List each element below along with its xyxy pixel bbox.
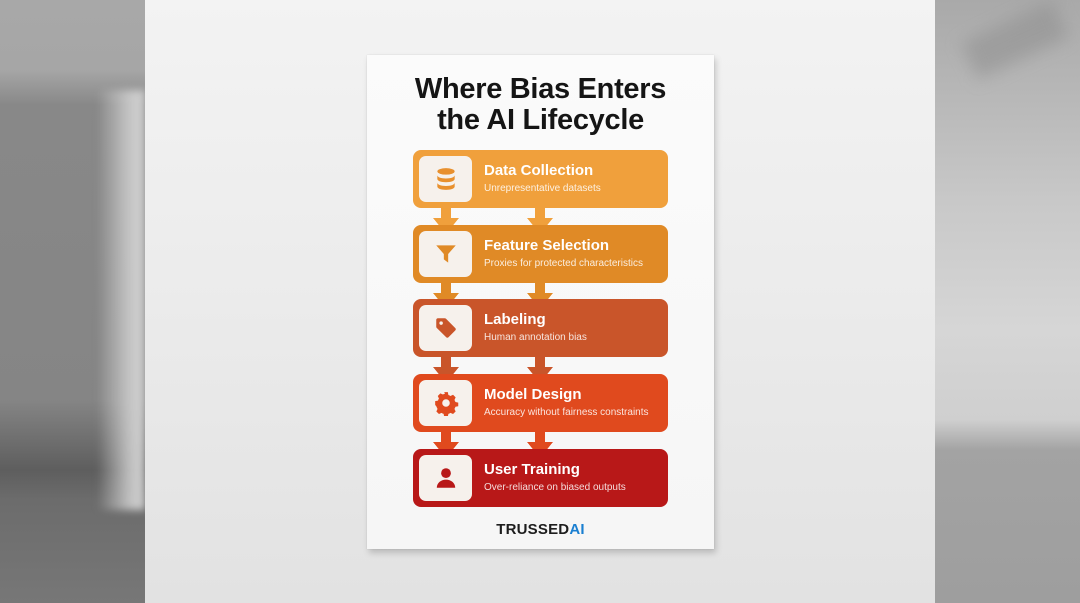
stage-card-model-design: Model Design Accuracy without fairness c… bbox=[413, 374, 668, 432]
icon-box bbox=[419, 455, 472, 501]
stage-card-user-training: User Training Over-reliance on biased ou… bbox=[413, 449, 668, 507]
blurred-background-right bbox=[935, 0, 1080, 603]
stage-subtitle: Over-reliance on biased outputs bbox=[484, 482, 626, 493]
stage-subtitle: Proxies for protected characteristics bbox=[484, 258, 643, 269]
brand-name: TRUSSED bbox=[496, 521, 570, 538]
stage-subtitle: Accuracy without fairness constraints bbox=[484, 407, 649, 418]
stage-card-data-collection: Data Collection Unrepresentative dataset… bbox=[413, 150, 668, 208]
stage-title: Model Design bbox=[484, 386, 582, 403]
tag-icon bbox=[435, 318, 456, 338]
poster-title-line-2: the AI Lifecycle bbox=[437, 104, 644, 136]
blurred-background-left bbox=[0, 0, 145, 603]
gear-icon bbox=[434, 392, 458, 416]
poster: Where Bias Enters the AI Lifecycle Data … bbox=[367, 55, 714, 549]
stage-subtitle: Human annotation bias bbox=[484, 332, 587, 343]
icon-box bbox=[419, 305, 472, 351]
icon-box bbox=[419, 156, 472, 202]
icon-box bbox=[419, 231, 472, 277]
stage-title: Data Collection bbox=[484, 162, 594, 179]
stage-title: Feature Selection bbox=[484, 237, 610, 254]
stage-title: Labeling bbox=[484, 311, 546, 328]
poster-title: Where Bias Enters the AI Lifecycle bbox=[367, 74, 714, 136]
icon-box bbox=[419, 380, 472, 426]
filter-funnel-icon bbox=[435, 245, 456, 263]
stage-subtitle: Unrepresentative datasets bbox=[484, 183, 601, 194]
stage-card-labeling: Labeling Human annotation bias bbox=[413, 299, 668, 357]
user-icon bbox=[436, 468, 455, 488]
poster-title-line-1: Where Bias Enters bbox=[414, 73, 667, 105]
database-icon bbox=[436, 168, 455, 190]
brand-logo: TRUSSEDAI bbox=[367, 521, 714, 538]
brand-accent: AI bbox=[569, 521, 585, 538]
stage-card-feature-selection: Feature Selection Proxies for protected … bbox=[413, 225, 668, 283]
stage-title: User Training bbox=[484, 461, 580, 478]
